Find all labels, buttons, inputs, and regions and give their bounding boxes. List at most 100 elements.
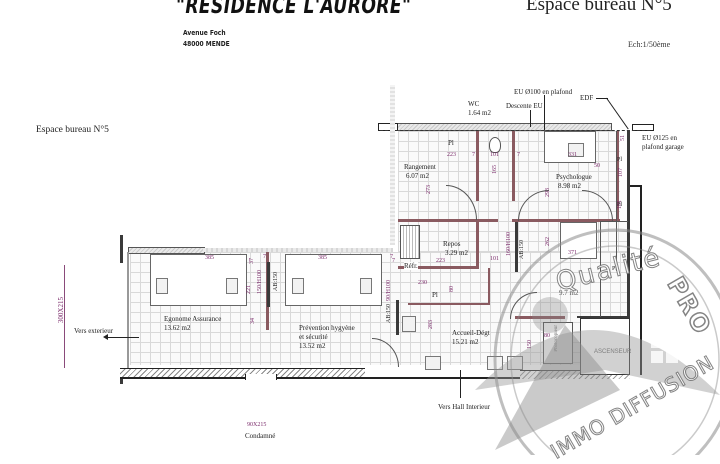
dim-385-b: 385 — [318, 255, 327, 261]
room-accueil-name: Accueil-Dégt — [452, 329, 490, 337]
room-egonome-area: 13.62 m2 — [164, 324, 191, 332]
arrow-vers-exterieur — [105, 337, 139, 338]
chair — [507, 356, 523, 370]
room-prevention-area: 13.52 m2 — [299, 342, 326, 350]
room-prevention-name: Prévention hygyène — [299, 324, 355, 332]
dim-51: 51 — [620, 135, 626, 141]
chair — [402, 316, 416, 332]
residence-title: "RESIDENCE L'AURORE" — [176, 0, 412, 19]
ascenseur-shaft — [580, 318, 630, 375]
arrow-head-left-icon — [103, 334, 108, 340]
partition-ab150-3 — [515, 222, 518, 272]
dim-165: 165 — [492, 165, 498, 174]
chair — [360, 278, 372, 294]
room-wc-area: 1.64 m2 — [468, 109, 491, 117]
descente-leader — [530, 110, 531, 127]
room-repos-area: 3.29 m2 — [445, 249, 468, 257]
dim-7-b: 7 — [517, 152, 520, 158]
dim-221: 221 — [246, 285, 252, 294]
dim-150-h100: 150/H100 — [257, 270, 263, 294]
dim-ab150-1: AB:150 — [273, 272, 279, 292]
chair — [425, 356, 441, 370]
annotation-eu-125-1: EU Ø125 en — [642, 134, 677, 142]
dim-262: 262 — [545, 237, 551, 246]
wall-lower-top — [128, 247, 205, 254]
annotation-eu-100: EU Ø100 en plafond — [514, 88, 573, 96]
door-condamne-opening — [245, 374, 277, 380]
room-rangement-area: 6.07 m2 — [406, 172, 429, 180]
annotation-vers-exterieur: Vers exterieur — [74, 327, 114, 335]
wall-rangement-wc — [476, 131, 479, 201]
dim-331: 331 — [568, 152, 577, 158]
dim-101-b: 101 — [490, 256, 499, 262]
annotation-pl-2: Pl — [448, 139, 454, 147]
dim-150: 150 — [527, 340, 533, 349]
edf-leader-line — [596, 98, 608, 99]
wall-lower-top-line — [203, 248, 393, 252]
room-chef-area: 9.7 m2 — [559, 289, 579, 297]
shaft-column — [616, 131, 629, 271]
room-egonome-name: Egonome Assurance — [164, 315, 222, 323]
room-wc-name: WC — [468, 100, 480, 108]
dim-80-b: 80 — [544, 333, 550, 339]
room-repos-name: Repos — [443, 240, 461, 248]
annotation-photocopieur: Photocopieur — [554, 325, 559, 352]
chair — [292, 278, 304, 294]
partition-ab150-1 — [267, 262, 270, 307]
dim-101-c: 101 — [617, 200, 623, 209]
annotation-pl-3: Pl — [617, 157, 623, 163]
wall-repos-bottom — [398, 266, 478, 269]
chair — [568, 143, 584, 157]
wall-bottom — [120, 377, 520, 379]
dim-160-h100: 160/H100 — [506, 232, 512, 256]
partition-ab150-2 — [396, 300, 399, 335]
annotation-pl-1: Pl — [432, 291, 438, 299]
annotation-eu-125-2: plafond garage — [642, 143, 684, 151]
dim-371: 371 — [568, 250, 577, 256]
dim-line-300x215 — [64, 265, 65, 368]
wall-repos-top — [398, 219, 498, 222]
dim-7-e: 7 — [390, 254, 393, 260]
annotation-refr: Réfr. — [404, 262, 418, 270]
toilet-icon — [489, 137, 501, 153]
dim-385-a: 385 — [205, 255, 214, 261]
wall-left — [120, 235, 123, 263]
room-psychologue-name: Psychologue — [556, 173, 592, 181]
chair — [156, 278, 168, 294]
arrow-vers-hall — [460, 370, 461, 398]
room-accueil-area: 15.21 m2 — [452, 338, 479, 346]
desk-chef — [560, 222, 597, 259]
plan-label: Espace bureau N°5 — [36, 125, 109, 135]
annotation-pl-5: Pl — [612, 266, 618, 272]
room-ascenseur-name: ASCENSEUR — [594, 349, 632, 355]
wall-right-step — [630, 185, 640, 187]
wall-psy-bottom — [512, 219, 620, 222]
dim-107: 107 — [618, 168, 624, 177]
dim-80-a: 80 — [449, 286, 455, 292]
wall-left-inner — [127, 252, 129, 368]
annotation-condamne: Condamné — [245, 432, 276, 440]
dim-90x215: 90X215 — [247, 422, 267, 428]
wall-pl-right — [488, 268, 490, 305]
scale-label: Ech:1/50ème — [628, 40, 671, 49]
chair — [487, 356, 503, 370]
dim-7-c: 7 — [392, 258, 395, 264]
dim-230: 230 — [418, 280, 427, 286]
dim-ab150-3: AB:150 — [519, 240, 525, 260]
dim-223-b: 223 — [436, 258, 445, 264]
dim-34: 34 — [250, 318, 256, 324]
dim-223-a: 223 — [447, 152, 456, 158]
wall-repos-right — [476, 221, 479, 269]
dim-293: 293 — [545, 188, 551, 197]
exterior-strip — [390, 85, 395, 245]
room-psychologue-area: 8.98 m2 — [558, 182, 581, 190]
dim-7-d: 7 — [263, 254, 266, 260]
annotation-edf: EDF — [580, 94, 594, 102]
dim-101-a: 101 — [490, 152, 499, 158]
wall-pl-bottom — [408, 303, 490, 305]
dashed-line — [380, 130, 650, 131]
wall-right-outer — [640, 185, 642, 375]
annotation-pl-4: Pl — [617, 202, 623, 208]
wall-wc-psy — [512, 131, 515, 201]
